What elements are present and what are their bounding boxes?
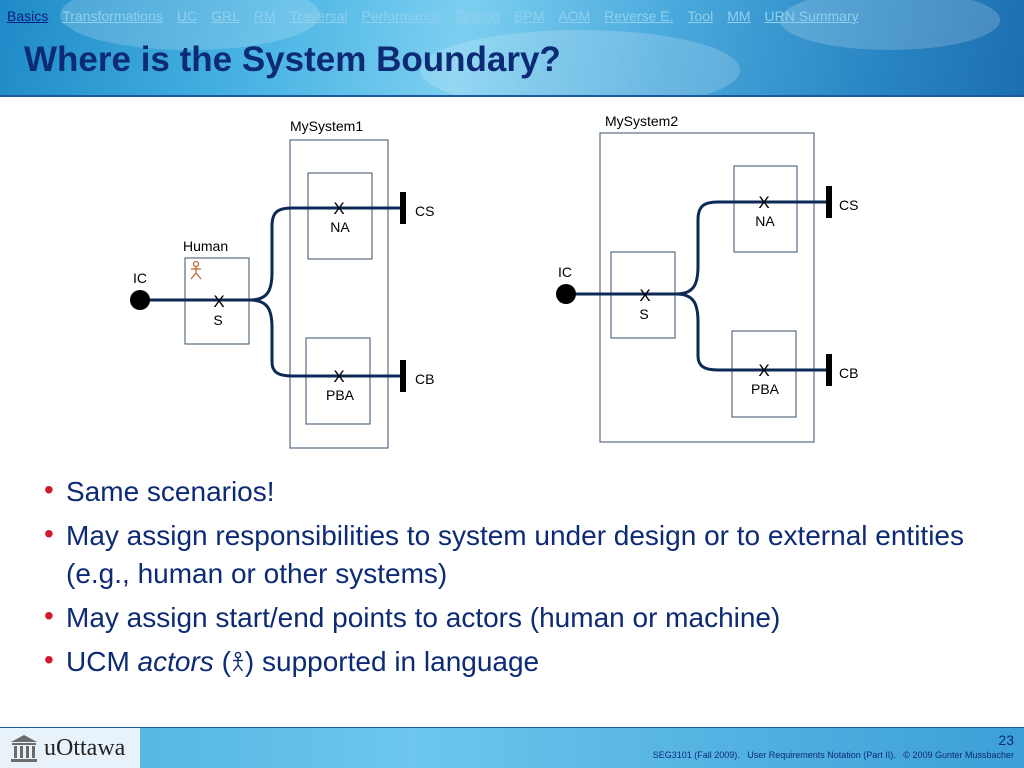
bullet-item: • May assign start/end points to actors (…: [44, 599, 984, 637]
nav-item-traversal[interactable]: Traversal: [289, 8, 348, 24]
page-number: 23: [998, 732, 1014, 748]
end-label-cs: CS: [839, 197, 858, 213]
end-label-cb: CB: [839, 365, 858, 381]
start-point-ic: [556, 284, 576, 304]
start-label: IC: [558, 264, 572, 280]
bullet-list: • Same scenarios! • May assign responsibil…: [44, 473, 984, 687]
path-to-cs: [566, 200, 826, 296]
nav-item-grl[interactable]: GRL: [211, 8, 240, 24]
nav-item-mm[interactable]: MM: [727, 8, 751, 24]
nav-item-transformations[interactable]: Transformations: [62, 8, 163, 24]
system-label: MySystem1: [290, 118, 363, 134]
responsibility-na: NA: [755, 213, 775, 229]
ucm-diagram: MySystem1 Human IC CS CB X S X NA X PBA …: [130, 113, 858, 449]
bullet-dot: •: [44, 644, 54, 675]
slide-title: Where is the System Boundary?: [24, 40, 561, 79]
responsibility-x: X: [333, 199, 344, 218]
responsibility-x: X: [758, 193, 769, 212]
water-ripple: [420, 30, 740, 95]
actor-icon: [190, 260, 202, 280]
bullet-text-close: ) supported in language: [244, 646, 540, 677]
nav-item-basics[interactable]: Basics: [7, 8, 49, 24]
component-box-na: [307, 172, 373, 260]
bullet-item: • May assign responsibilities to system u…: [44, 517, 984, 593]
component-box-pba: [731, 330, 797, 418]
system-label: MySystem2: [605, 113, 678, 129]
water-ripple: [780, 0, 1000, 50]
responsibility-x: X: [639, 286, 650, 305]
bullet-text: Same scenarios!: [66, 476, 275, 507]
nav-item-rm[interactable]: RM: [253, 8, 276, 24]
component-box-pba: [305, 337, 371, 425]
header-divider: [0, 95, 1024, 97]
responsibility-s: S: [213, 312, 222, 328]
responsibility-s: S: [639, 306, 648, 322]
nav-item-bpm[interactable]: BPM: [514, 8, 545, 24]
start-point-ic: [130, 290, 150, 310]
university-logo: uOttawa: [0, 728, 140, 768]
bullet-dot: •: [44, 600, 54, 631]
footer-bar: uOttawa 23 SEG3101 (Fall 2009). User Req…: [0, 728, 1024, 768]
actor-label: Human: [183, 238, 228, 254]
responsibility-x: X: [213, 292, 224, 311]
end-label-cs: CS: [415, 203, 434, 219]
bullet-text: May assign start/end points to actors (h…: [66, 602, 781, 633]
section-nav: Basics Transformations UC GRL RM Travers…: [0, 6, 866, 26]
component-box-na: [733, 165, 798, 253]
actor-icon: [232, 651, 243, 672]
end-bar-cb: [826, 354, 832, 386]
footer-divider: [0, 727, 1024, 728]
bullet-text-open: (: [213, 646, 231, 677]
start-label: IC: [133, 270, 147, 286]
end-label-cb: CB: [415, 371, 434, 387]
bullet-text-emphasis: actors: [137, 646, 214, 677]
bullet-item: • UCM actors ( ) supported in language: [44, 643, 984, 681]
responsibility-x: X: [758, 361, 769, 380]
nav-item-performance[interactable]: Performance: [361, 8, 442, 24]
bullet-text: May assign responsibilities to system un…: [66, 520, 964, 589]
nav-item-reverse-e[interactable]: Reverse E.: [604, 8, 674, 24]
bullet-dot: •: [44, 474, 54, 505]
nav-item-tool[interactable]: Tool: [687, 8, 714, 24]
end-bar-cs: [400, 192, 406, 224]
nav-item-uc[interactable]: UC: [176, 8, 198, 24]
responsibility-pba: PBA: [751, 381, 780, 397]
nav-item-urn-summary[interactable]: URN Summary: [764, 8, 859, 24]
system-box-mysystem1: [289, 139, 389, 449]
end-bar-cs: [826, 186, 832, 218]
course-footer: SEG3101 (Fall 2009). User Requirements N…: [652, 750, 1014, 760]
bullet-item: • Same scenarios!: [44, 473, 984, 511]
header-banner: Basics Transformations UC GRL RM Travers…: [0, 0, 1024, 95]
ucm-left: MySystem1 Human IC CS CB X S X NA X PBA: [130, 118, 434, 449]
bullet-text-pre: UCM: [66, 646, 138, 677]
path-to-cs: [140, 206, 400, 302]
path-to-cb: [249, 298, 400, 378]
responsibility-pba: PBA: [326, 387, 355, 403]
ucm-right: MySystem2 IC CS CB X S X NA X PBA: [556, 113, 858, 443]
nav-item-aom[interactable]: AOM: [558, 8, 591, 24]
end-bar-cb: [400, 360, 406, 392]
responsibility-na: NA: [330, 219, 350, 235]
logo-text: uOttawa: [44, 734, 126, 761]
bullet-dot: •: [44, 518, 54, 549]
nav-item-testing[interactable]: Testing: [455, 8, 501, 24]
building-icon: [11, 735, 37, 762]
system-box-mysystem2: [599, 132, 815, 443]
path-to-cb: [675, 292, 826, 372]
responsibility-x: X: [333, 367, 344, 386]
